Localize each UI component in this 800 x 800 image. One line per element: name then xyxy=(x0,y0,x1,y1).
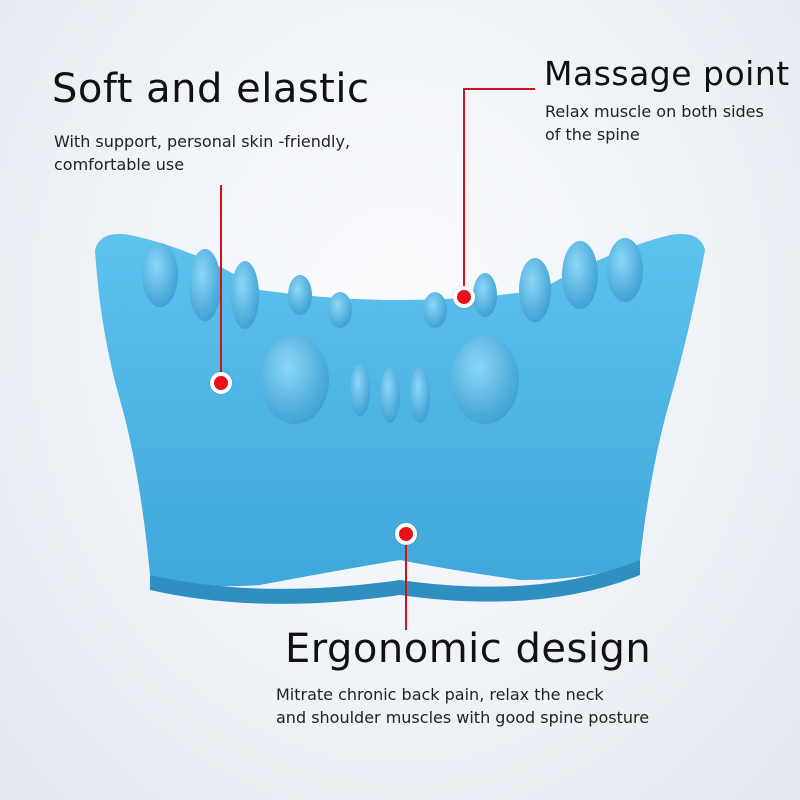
callout-line-ergonomic xyxy=(405,534,407,630)
callout-marker-massage-point xyxy=(453,286,475,308)
feature-desc-soft-elastic: With support, personal skin -friendly, c… xyxy=(54,130,350,176)
desc-line: comfortable use xyxy=(54,155,185,174)
desc-line: Mitrate chronic back pain, relax the nec… xyxy=(276,685,604,704)
callout-marker-soft-elastic xyxy=(210,372,232,394)
desc-line: of the spine xyxy=(545,125,640,144)
callout-hline-massage-point xyxy=(463,88,535,90)
massage-nodules xyxy=(142,238,643,424)
desc-line: Relax muscle on both sides xyxy=(545,102,764,121)
callout-line-soft-elastic xyxy=(220,185,222,383)
feature-desc-ergonomic-design: Mitrate chronic back pain, relax the nec… xyxy=(276,683,649,729)
desc-line: With support, personal skin -friendly, xyxy=(54,132,351,151)
feature-title-ergonomic-design: Ergonomic design xyxy=(285,626,652,672)
desc-line: and shoulder muscles with good spine pos… xyxy=(276,708,650,727)
feature-title-soft-elastic: Soft and elastic xyxy=(52,66,370,112)
callout-marker-ergonomic xyxy=(395,523,417,545)
feature-desc-massage-point: Relax muscle on both sides of the spine xyxy=(545,100,764,146)
feature-title-massage-point: Massage point xyxy=(544,54,790,93)
callout-line-massage-point xyxy=(463,88,465,296)
